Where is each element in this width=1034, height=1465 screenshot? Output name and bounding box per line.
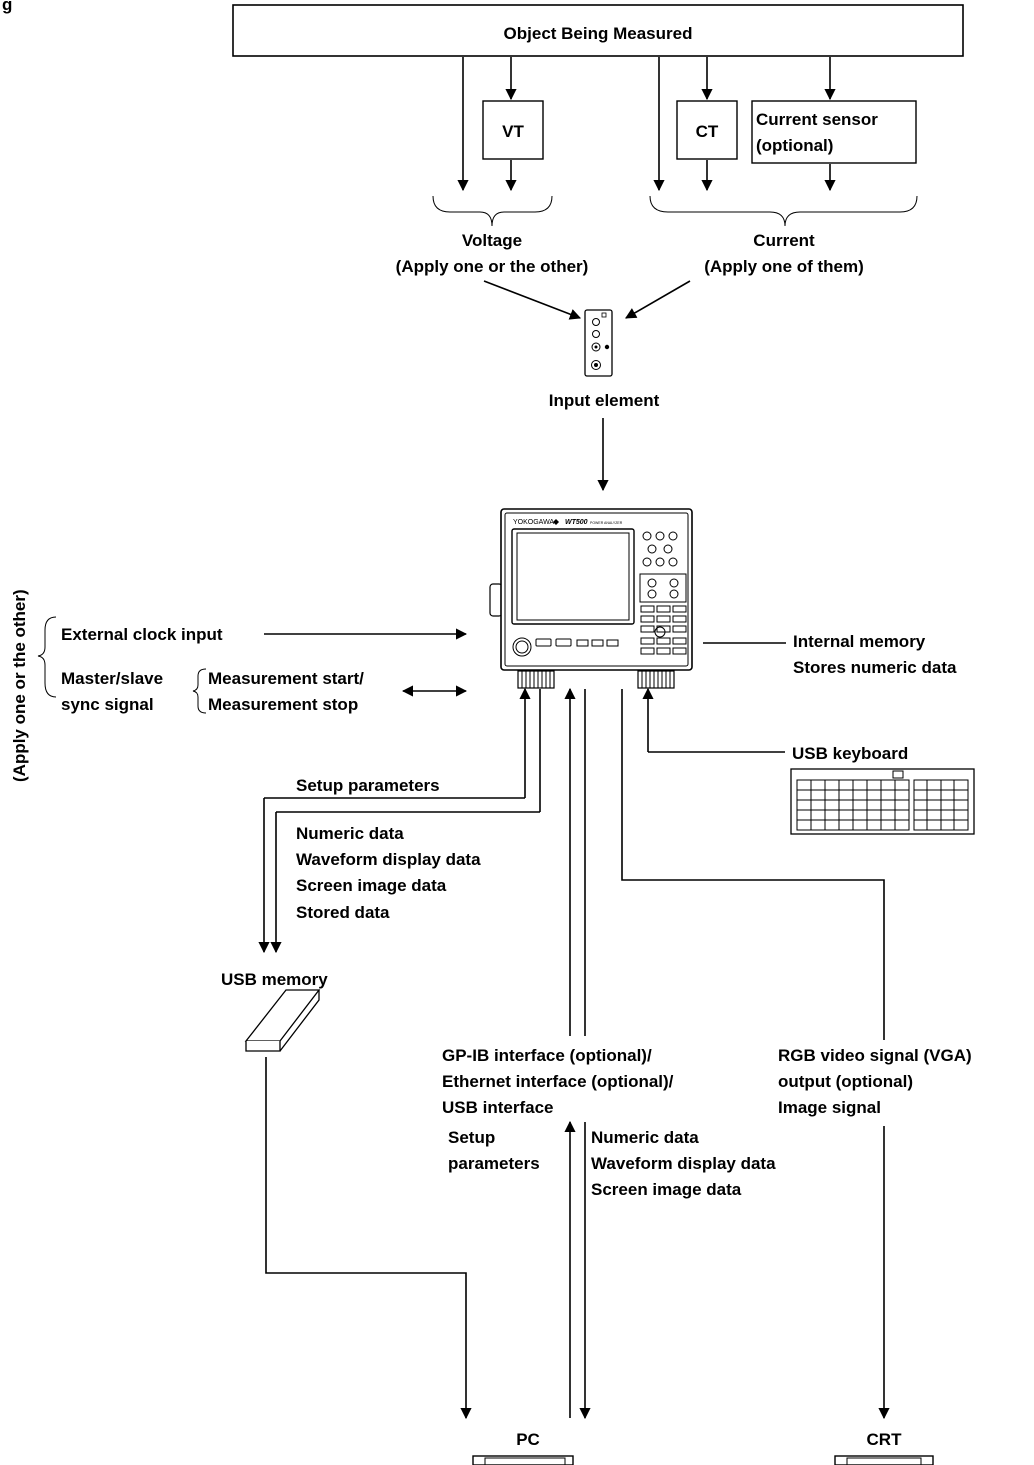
video-line1: RGB video signal (VGA) [778,1046,972,1065]
current-label: Current [753,231,815,250]
device-screen [511,528,635,625]
internal-memory-note: Stores numeric data [793,658,957,677]
vt-box [482,100,544,160]
usb-data-line2: Waveform display data [296,850,481,869]
usb-keyboard-label: USB keyboard [792,744,908,763]
interface-data-line3: Screen image data [591,1180,742,1199]
current-sensor-line2: (optional) [756,136,833,155]
usb-memory-icon [244,989,321,1052]
interface-line3: USB interface [442,1098,553,1117]
arrow-usb-to-pc [265,1057,472,1420]
internal-memory-label: Internal memory [793,632,926,651]
current-sensor-line1: Current sensor [756,110,878,129]
device-model: WT500 [565,519,588,526]
current-note: (Apply one of them) [704,257,864,276]
voltage-note: (Apply one or the other) [396,257,589,276]
measurement-line1: Measurement start/ [208,669,364,688]
voltage-label: Voltage [462,231,522,250]
interface-setup-line1: Setup [448,1128,495,1147]
interface-data-line2: Waveform display data [591,1154,776,1173]
wt500-device-icon: YOKOGAWA WT500 POWER ANALYZER [489,508,693,689]
interface-line1: GP-IB interface (optional)/ [442,1046,652,1065]
header-fragment: g [2,0,12,14]
device-subtitle: POWER ANALYZER [590,521,623,525]
ct-box [676,100,738,160]
measurement-brace [192,668,207,714]
video-line3: Image signal [778,1098,881,1117]
current-brace [649,195,918,227]
external-clock-label: External clock input [61,625,223,644]
arrow-voltage-to-input [483,280,582,320]
object-box [232,4,964,57]
video-line-top [621,689,885,1040]
left-brace [37,616,57,698]
vertical-note: (Apply one or the other) [10,589,29,782]
usb-memory-label: USB memory [221,970,328,989]
crt-label: CRT [867,1430,903,1449]
measurement-line2: Measurement stop [208,695,358,714]
interface-line2: Ethernet interface (optional)/ [442,1072,674,1091]
usb-data-line4: Stored data [296,903,390,922]
object-label: Object Being Measured [504,24,693,43]
crt-icon [834,1455,934,1465]
current-sensor-box [751,100,917,164]
device-brand: YOKOGAWA [513,519,554,526]
input-element-icon [584,309,613,377]
keyboard-icon [790,768,975,835]
interface-data-line1: Numeric data [591,1128,699,1147]
master-slave-line1: Master/slave [61,669,163,688]
pc-icon [472,1455,574,1465]
interface-setup-line2: parameters [448,1154,540,1173]
ct-label: CT [696,122,719,141]
voltage-brace [432,195,553,227]
usb-data-line3: Screen image data [296,876,447,895]
arrow-current-to-input [625,280,691,319]
vt-label: VT [502,122,524,141]
input-element-label: Input element [549,391,660,410]
video-line2: output (optional) [778,1072,913,1091]
usb-data-line1: Numeric data [296,824,404,843]
pc-label: PC [516,1430,540,1449]
master-slave-line2: sync signal [61,695,154,714]
usb-setup-label: Setup parameters [296,776,440,795]
device-logo-icon [553,519,559,525]
